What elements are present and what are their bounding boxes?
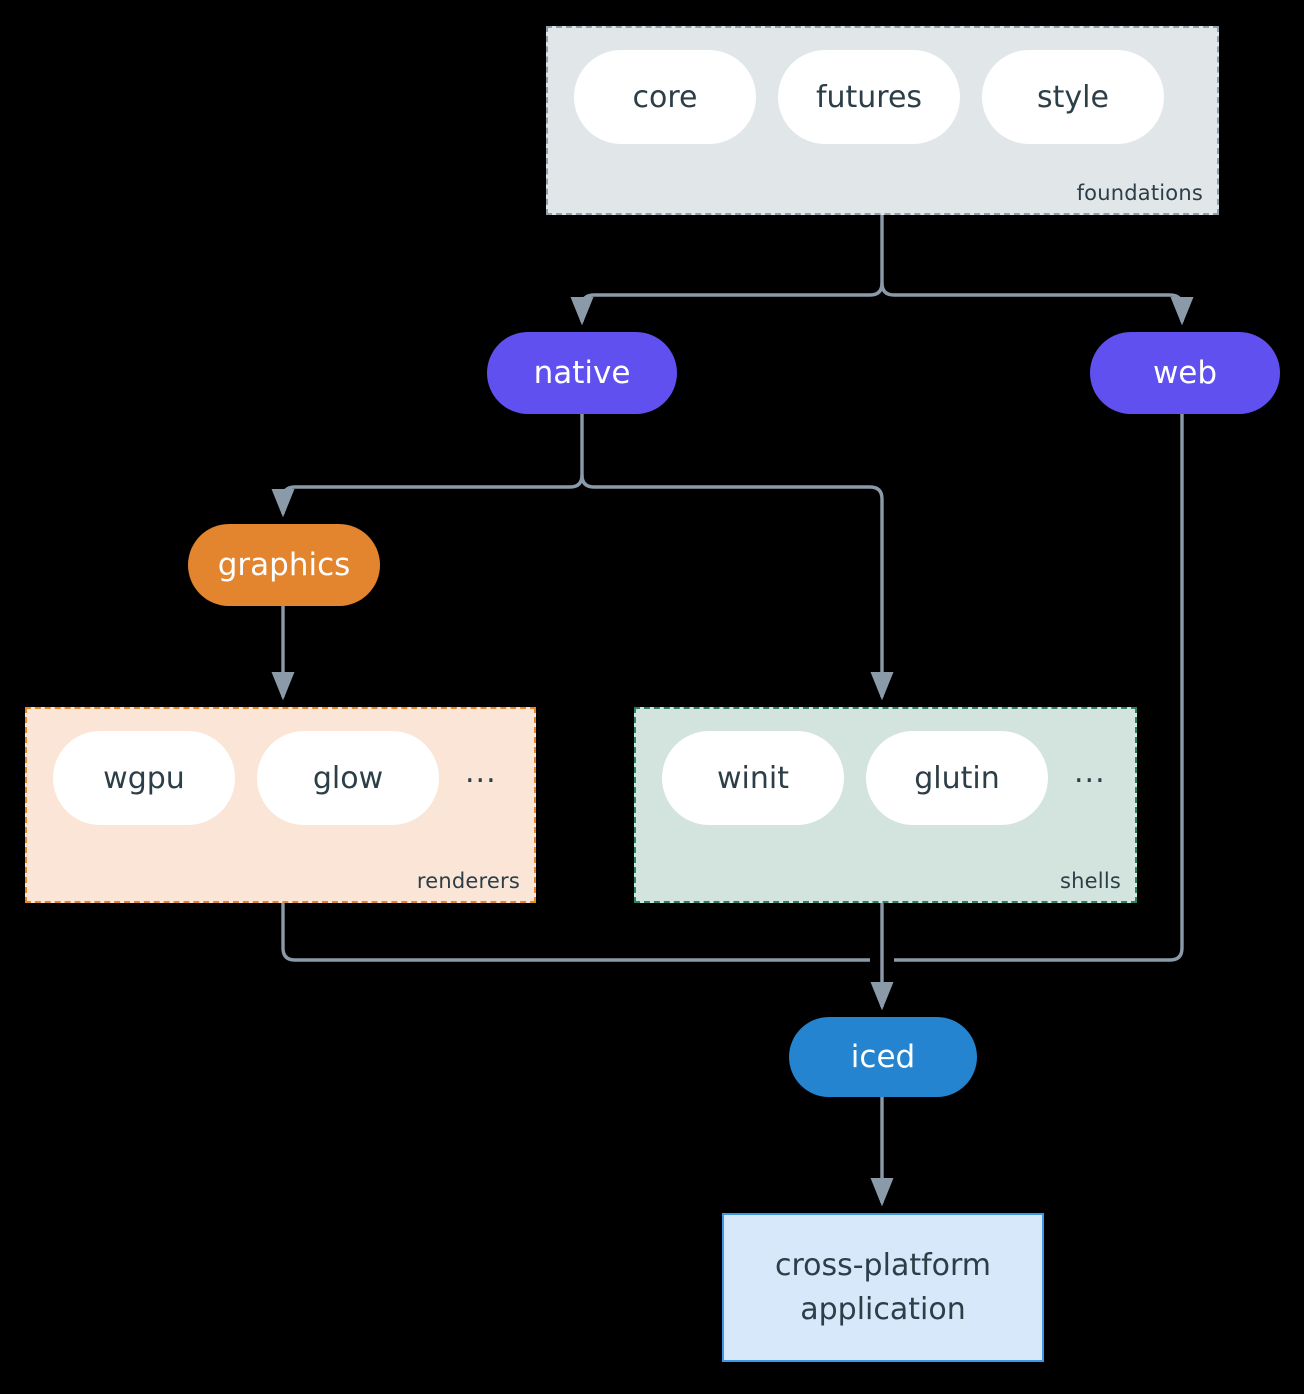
group-renderers[interactable]: wgpu glow ... renderers: [25, 707, 536, 903]
group-foundations-label: foundations: [1076, 181, 1203, 205]
leaf-wgpu[interactable]: wgpu: [53, 731, 235, 825]
group-shells[interactable]: winit glutin ... shells: [634, 707, 1137, 903]
leaf-core[interactable]: core: [574, 50, 756, 144]
leaf-winit[interactable]: winit: [662, 731, 844, 825]
leaf-futures[interactable]: futures: [778, 50, 960, 144]
edge-foundations-to-web: [880, 282, 1194, 326]
edge-renderers-to-iced: [281, 903, 870, 962]
edge-foundations-to-native: [570, 282, 884, 326]
group-renderers-label: renderers: [416, 869, 520, 893]
group-shells-items: winit glutin ...: [662, 731, 1106, 825]
node-cross-platform-application[interactable]: cross-platform application: [722, 1213, 1044, 1362]
leaf-glutin[interactable]: glutin: [866, 731, 1048, 825]
group-foundations[interactable]: core futures style foundations: [546, 26, 1219, 215]
leaf-glow[interactable]: glow: [257, 731, 439, 825]
node-web[interactable]: web: [1090, 332, 1280, 414]
node-graphics[interactable]: graphics: [188, 524, 380, 606]
group-shells-label: shells: [1060, 869, 1121, 893]
application-label-line1: cross-platform: [774, 1248, 992, 1283]
renderers-more-ellipsis: ...: [465, 754, 497, 790]
group-renderers-items: wgpu glow ...: [53, 731, 497, 825]
node-iced[interactable]: iced: [789, 1017, 977, 1097]
edge-native-to-graphics: [271, 474, 584, 518]
application-label-line2: application: [800, 1291, 966, 1327]
node-native[interactable]: native: [487, 332, 677, 414]
shells-more-ellipsis: ...: [1074, 754, 1106, 790]
leaf-style[interactable]: style: [982, 50, 1164, 144]
edge-native-to-shells: [580, 474, 894, 701]
group-foundations-items: core futures style: [574, 50, 1164, 144]
